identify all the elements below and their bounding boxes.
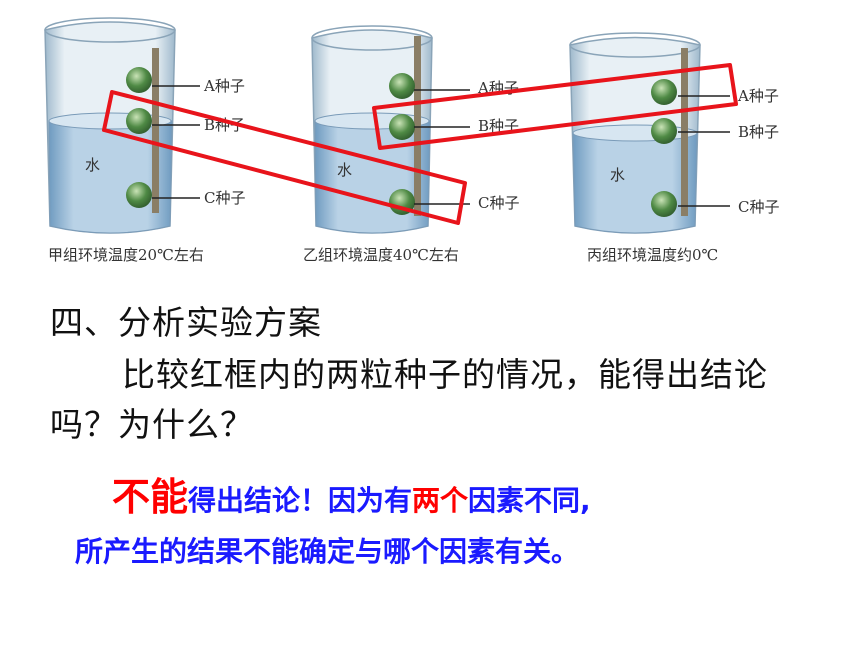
group-caption-yi: 乙组环境温度40℃左右 <box>303 246 459 264</box>
water-label: 水 <box>610 166 625 184</box>
red-frame-right <box>372 63 738 150</box>
seed-label-a: A种子 <box>203 77 245 95</box>
water-label: 水 <box>85 156 100 174</box>
answer-emphasis-two: 两个 <box>412 484 469 517</box>
water-label: 水 <box>337 161 352 179</box>
answer-line-1: 不能得出结论！因为有两个因素不同, <box>112 466 591 521</box>
group-caption-bing: 丙组环境温度约0℃ <box>587 246 718 264</box>
beaker-jia: A种子 B种子 C种子 水 甲组环境温度20℃左右 <box>44 17 245 264</box>
red-frame-left <box>102 90 467 225</box>
question-text: 比较红框内的两粒种子的情况，能得出结论吗？为什么？ <box>50 355 768 444</box>
seed-label-b: B种子 <box>738 123 779 141</box>
seed-label-b: B种子 <box>204 116 245 134</box>
answer-emphasis-cannot: 不能 <box>112 475 189 519</box>
answer-text-a: 得出结论！因为有 <box>188 484 413 517</box>
beaker-experiment-figure: A种子 B种子 C种子 水 甲组环境温度20℃左右 A种子 B种子 C种子 水 … <box>44 17 779 264</box>
beaker-yi: A种子 B种子 C种子 水 乙组环境温度40℃左右 <box>303 25 519 264</box>
group-caption-jia: 甲组环境温度20℃左右 <box>48 246 204 264</box>
beaker-bing: A种子 B种子 C种子 水 丙组环境温度约0℃ <box>569 32 779 264</box>
seed-label-c: C种子 <box>738 198 779 216</box>
seed-label-c: C种子 <box>478 194 519 212</box>
answer-line-2: 所产生的结果不能确定与哪个因素有关。 <box>75 535 580 568</box>
seed-label-c: C种子 <box>204 189 245 207</box>
seed-label-a: A种子 <box>737 87 779 105</box>
answer-text-b: 因素不同, <box>468 484 591 517</box>
section-heading: 四、分析实验方案 <box>50 303 322 342</box>
